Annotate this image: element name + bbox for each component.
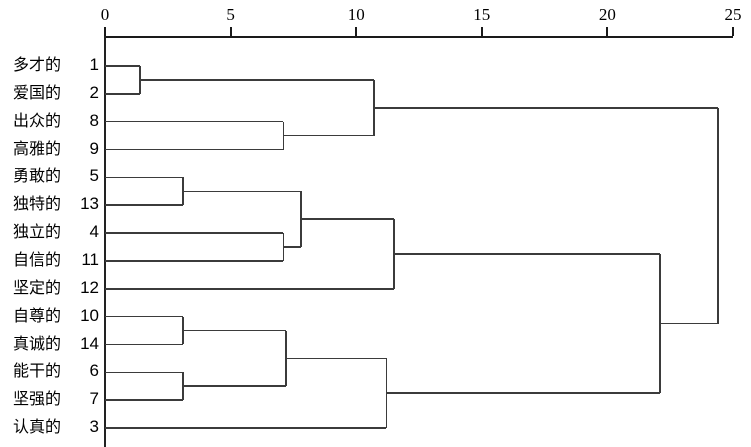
link-m6-lower (283, 246, 301, 248)
leaf-row-8: 出众的 8 (0, 111, 99, 131)
x-axis-label-25: 25 (724, 5, 742, 24)
leaf-label-8: 出众的 (12, 110, 61, 130)
leaf-label-9: 高雅的 (12, 138, 61, 158)
leaf-number-1: 1 (89, 55, 99, 74)
link-m7-upper (300, 218, 394, 220)
leaf-row-5: 勇敢的 5 (0, 166, 99, 186)
x-axis-tick-10 (355, 27, 358, 36)
x-axis-label-15: 15 (473, 5, 491, 24)
link-m3-bracket (372, 79, 375, 136)
leaf-row-14: 真诚的 14 (0, 334, 99, 354)
leaf-row-3: 认真的 3 (0, 417, 99, 437)
link-m11-bracket (385, 358, 388, 429)
link-m13-bracket (717, 107, 719, 324)
link-m9-upper (105, 371, 183, 374)
leaf-row-7: 坚强的 7 (0, 389, 99, 409)
link-m10-lower (182, 385, 286, 388)
leaf-label-11: 自信的 (12, 249, 61, 269)
x-axis-tick-15 (480, 27, 483, 36)
link-m11-lower (105, 427, 387, 429)
leaf-row-6: 能干的 6 (0, 361, 99, 381)
x-axis-tick-5 (229, 27, 232, 36)
link-m13-upper (373, 106, 718, 109)
leaf-number-7: 7 (89, 389, 99, 409)
link-m3-lower (283, 134, 374, 137)
link-m2-upper (105, 120, 284, 123)
link-m3-upper (140, 79, 374, 81)
link-m11-upper (285, 357, 387, 360)
leaf-number-2: 2 (89, 82, 99, 102)
leaf-label-3: 认真的 (12, 417, 61, 437)
link-m5-upper (105, 232, 284, 234)
leaf-row-4: 独立的 4 (0, 222, 99, 242)
leaf-label-14: 真诚的 (12, 333, 61, 353)
link-m8-upper (105, 315, 183, 318)
x-axis-label-5: 5 (226, 5, 235, 24)
link-m12-upper (393, 253, 661, 255)
leaf-row-1: 多才的 1 (0, 55, 99, 75)
leaf-number-13: 13 (80, 194, 99, 214)
link-m4-upper (105, 176, 183, 179)
leaf-number-11: 11 (81, 249, 99, 269)
link-m2-lower (105, 148, 284, 151)
leaf-label-5: 勇敢的 (12, 166, 61, 186)
leaf-number-10: 10 (80, 305, 99, 325)
leaf-label-12: 坚定的 (12, 277, 61, 297)
link-m13-lower (660, 322, 718, 325)
leaf-label-10: 自尊的 (12, 305, 61, 325)
leaf-row-11: 自信的 11 (0, 250, 99, 270)
x-axis-label-0: 0 (100, 5, 110, 24)
x-axis-label-10: 10 (347, 5, 365, 24)
leaf-label-7: 坚强的 (12, 389, 61, 409)
link-m10-upper (182, 329, 286, 332)
leaf-row-12: 坚定的 12 (0, 278, 99, 298)
link-m7-lower (105, 288, 394, 290)
link-m8-lower (105, 343, 183, 346)
leaf-label-13: 独特的 (12, 194, 61, 214)
x-axis-tick-25 (732, 27, 734, 36)
leaf-row-2: 爱国的 2 (0, 83, 99, 103)
leaf-number-9: 9 (89, 138, 99, 158)
leaf-label-2: 爱国的 (12, 82, 61, 102)
leaf-row-10: 自尊的 10 (0, 306, 99, 326)
leaf-row-9: 高雅的 9 (0, 139, 99, 159)
leaf-label-1: 多才的 (12, 55, 61, 74)
leaf-number-12: 12 (80, 277, 99, 297)
leaf-label-6: 能干的 (12, 361, 61, 381)
link-m1-lower (105, 93, 141, 95)
leaf-label-4: 独立的 (12, 222, 61, 242)
leaf-number-14: 14 (80, 333, 99, 353)
link-m4-lower (105, 204, 183, 207)
leaf-number-6: 6 (89, 361, 99, 381)
x-axis-tick-0 (104, 27, 106, 36)
leaf-number-4: 4 (89, 222, 99, 242)
leaf-number-8: 8 (89, 110, 99, 130)
x-axis-line (105, 36, 733, 38)
dendrogram-baseline (104, 36, 106, 447)
leaf-number-3: 3 (89, 417, 99, 437)
link-m6-upper (182, 190, 301, 193)
link-m1-upper (105, 65, 141, 67)
leaf-number-5: 5 (89, 166, 99, 186)
leaf-row-13: 独特的 13 (0, 194, 99, 214)
x-axis-label-20: 20 (598, 5, 616, 24)
link-m9-lower (105, 399, 183, 401)
x-axis-tick-20 (606, 27, 609, 36)
link-m5-lower (105, 260, 284, 262)
link-m12-lower (386, 392, 661, 395)
